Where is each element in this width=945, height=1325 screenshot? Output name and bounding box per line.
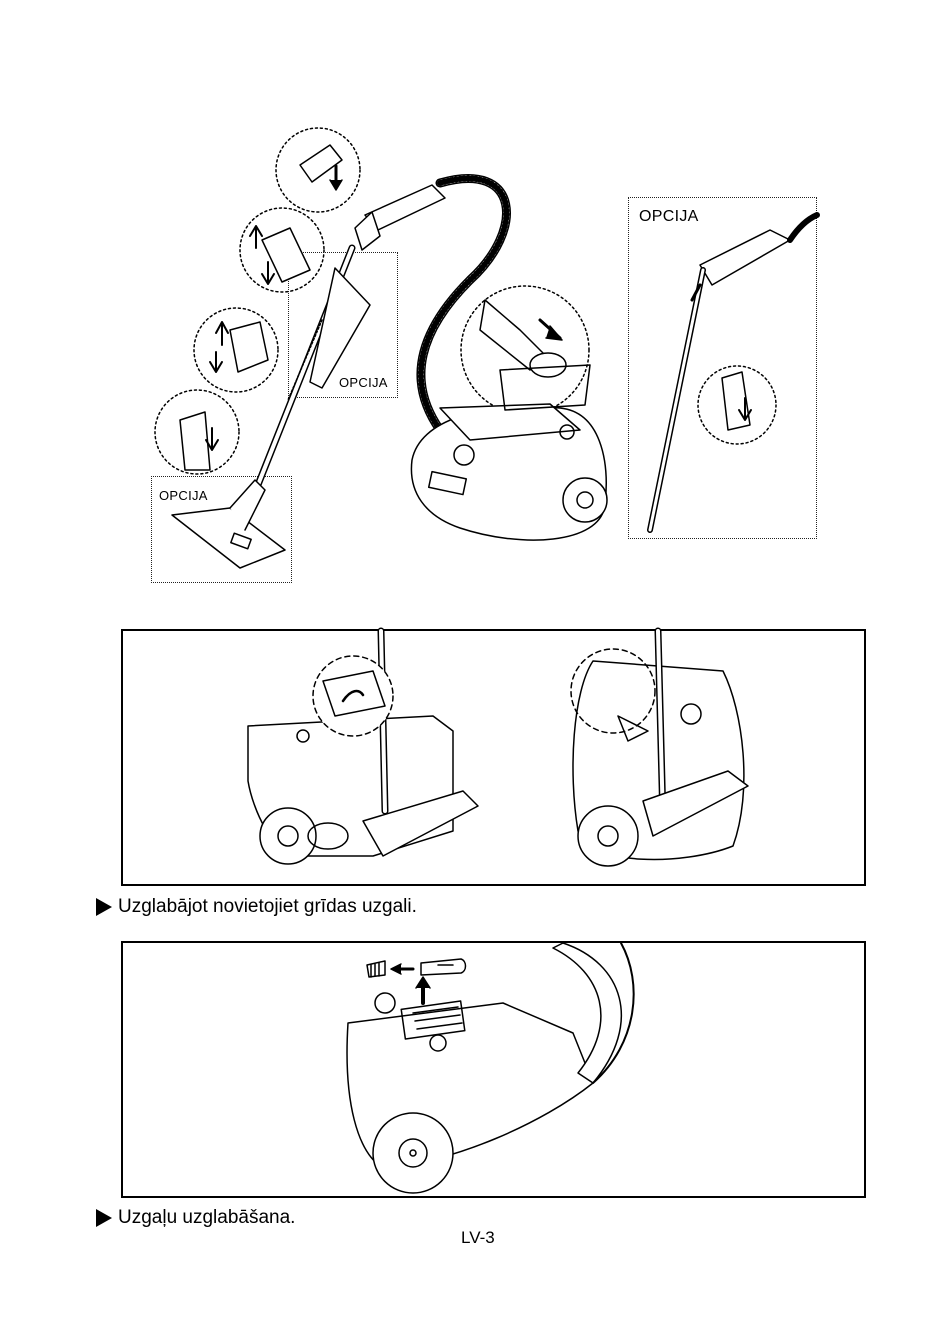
right-triangle-icon bbox=[96, 898, 112, 916]
floor-nozzle-storage-drawing bbox=[123, 631, 868, 888]
floor-nozzle-storage-text: Uzglabājot novietojiet grīdas uzgali. bbox=[118, 896, 417, 918]
accessory-storage-caption: Uzgaļu uzglabāšana. bbox=[96, 1207, 295, 1229]
page-number: LV-3 bbox=[461, 1228, 495, 1248]
assembly-drawing bbox=[0, 0, 945, 600]
floor-nozzle-storage-figure bbox=[121, 629, 866, 886]
right-triangle-icon bbox=[96, 1209, 112, 1227]
floor-nozzle-storage-caption: Uzglabājot novietojiet grīdas uzgali. bbox=[96, 896, 417, 918]
accessory-storage-text: Uzgaļu uzglabāšana. bbox=[118, 1207, 295, 1229]
accessory-storage-figure bbox=[121, 941, 866, 1198]
accessory-storage-drawing bbox=[123, 943, 868, 1200]
assembly-figure: OPCIJA OPCIJA OPCIJA bbox=[0, 0, 945, 600]
